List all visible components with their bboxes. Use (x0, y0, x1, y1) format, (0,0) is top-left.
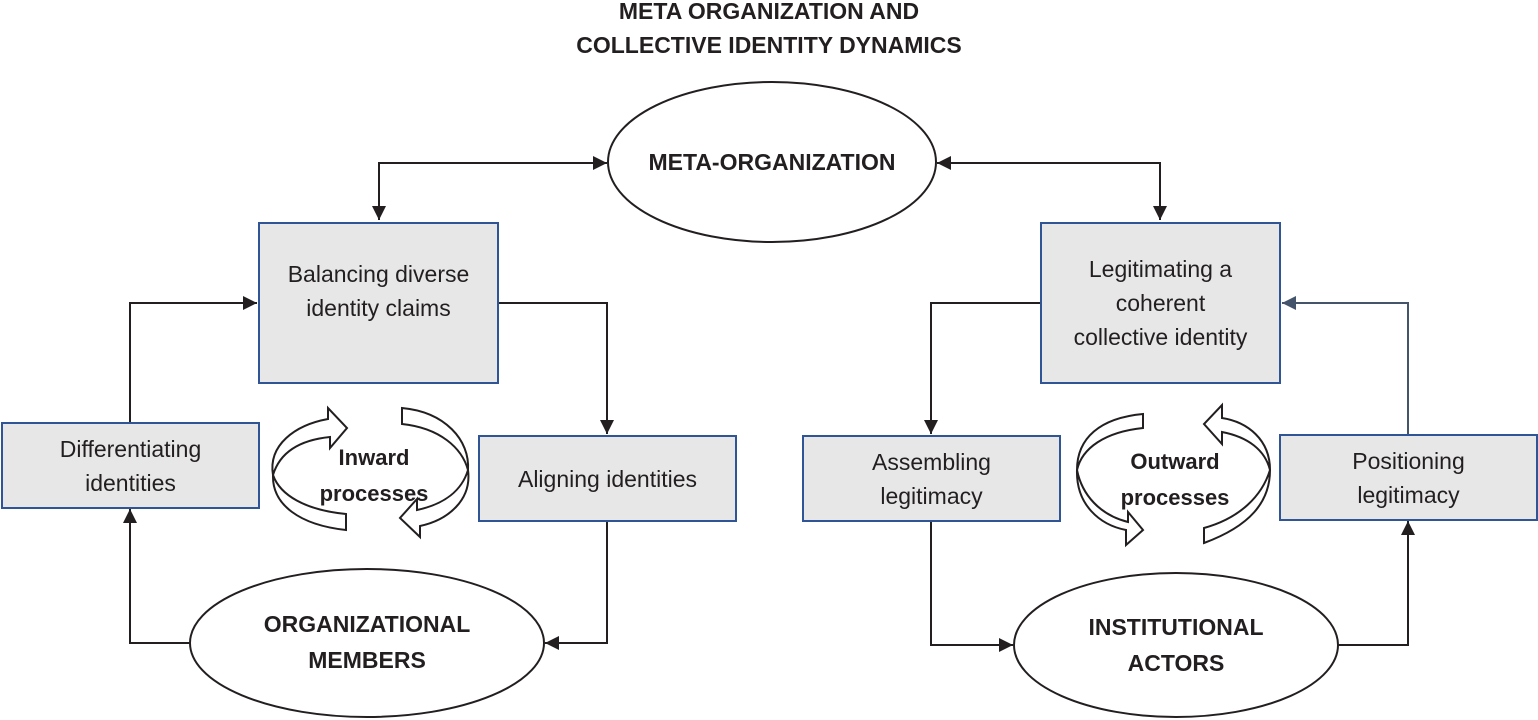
positioning-legitimacy-box: Positioning legitimacy (1279, 434, 1538, 521)
legitimating-line-1: Legitimating a (1088, 256, 1233, 282)
balancing-identity-claims-box: Balancing diverse identity claims (258, 222, 499, 384)
outward-ribbon-right-icon (1203, 469, 1271, 545)
connector-meta-to-legitimating (938, 162, 1167, 220)
outward-ribbon-left-icon (1076, 412, 1144, 471)
connector-legitimating-to-assembling (924, 302, 1040, 434)
organizational-members-label: ORGANIZATIONAL MEMBERS (190, 604, 544, 680)
connector-positioning-to-legitimating (1282, 296, 1409, 434)
connector-differentiating-to-balancing (129, 296, 257, 422)
legitimating-line-3: collective identity (1073, 324, 1248, 350)
aligning-line-1: Aligning identities (517, 465, 697, 492)
balancing-line-1: Balancing diverse (287, 261, 470, 287)
connector-balancing-to-meta (378, 156, 607, 190)
meta-organization-ellipse (607, 81, 937, 243)
outward-arrow-top-icon (1202, 402, 1271, 471)
differentiating-line-2: identities (85, 469, 176, 496)
diagram-title: META ORGANIZATION AND COLLECTIVE IDENTIT… (0, 0, 1538, 62)
outward-cycle-arrows (1075, 402, 1271, 548)
outward-processes-label: Outward processes (1097, 444, 1253, 516)
inward-ribbon-left-icon (271, 474, 347, 532)
connector-assembling-to-actors (930, 522, 1013, 652)
institutional-actors-label: INSTITUTIONAL ACTORS (1014, 607, 1338, 683)
meta-organization-label: META-ORGANIZATION (608, 140, 936, 184)
assembling-line-2: legitimacy (880, 482, 983, 509)
assembling-legitimacy-box: Assembling legitimacy (802, 435, 1061, 522)
differentiating-line-1: Differentiating (59, 435, 202, 462)
connector-actors-to-positioning (1338, 521, 1415, 646)
meta-organization-text: META-ORGANIZATION (648, 149, 896, 175)
inward-arrow-top-icon (271, 405, 349, 476)
outward-arrow-bottom-icon (1075, 469, 1145, 548)
connector-meta-to-balancing (372, 162, 606, 220)
outward-line-1: Outward (1130, 449, 1220, 474)
title-line-2: COLLECTIVE IDENTITY DYNAMICS (576, 32, 962, 58)
legitimating-collective-identity-box: Legitimating a coherent collective ident… (1040, 222, 1281, 384)
inward-processes-label: Inward processes (300, 440, 448, 512)
aligning-identities-box: Aligning identities (478, 435, 737, 522)
inward-cycle-arrows (271, 405, 470, 540)
positioning-line-1: Positioning (1352, 447, 1465, 474)
connector-balancing-to-aligning (499, 302, 614, 434)
positioning-line-2: legitimacy (1357, 481, 1460, 508)
balancing-line-2: identity claims (306, 295, 451, 321)
inward-arrow-bottom-icon (398, 469, 470, 540)
connector-members-to-differentiating (123, 509, 190, 644)
inward-line-1: Inward (338, 445, 410, 470)
legitimating-line-2: coherent (1115, 290, 1206, 316)
organizational-members-line-1: ORGANIZATIONAL (263, 611, 471, 637)
differentiating-identities-box: Differentiating identities (1, 422, 260, 509)
title-line-1: META ORGANIZATION AND (618, 0, 920, 24)
organizational-members-line-2: MEMBERS (308, 647, 426, 673)
inward-ribbon-right-icon (401, 406, 470, 471)
assembling-line-1: Assembling (872, 448, 991, 475)
inward-line-2: processes (319, 481, 429, 506)
connector-aligning-to-members (545, 522, 608, 650)
institutional-actors-line-1: INSTITUTIONAL (1088, 614, 1264, 640)
outward-line-2: processes (1120, 485, 1230, 510)
institutional-actors-line-2: ACTORS (1127, 650, 1225, 676)
